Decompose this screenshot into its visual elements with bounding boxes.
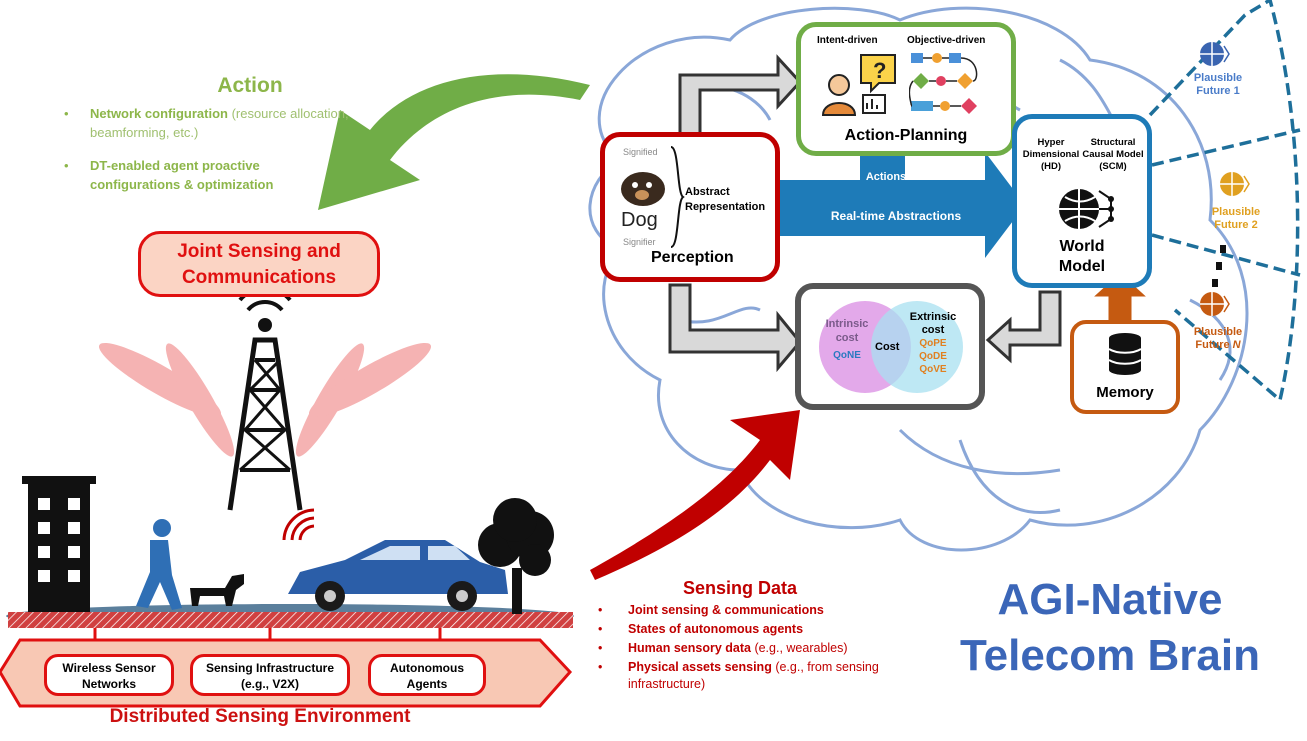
future-line: Plausible (1193, 72, 1243, 84)
box-line: (e.g., V2X) (240, 677, 299, 691)
blue-arrows (780, 152, 1025, 258)
intrinsic-line: cost (835, 332, 859, 344)
scm-line: (SCM) (1099, 161, 1127, 172)
box-line: Autonomous (390, 661, 464, 675)
car-illustration (282, 508, 508, 611)
walker-illustration (136, 519, 182, 610)
action-item: Network configuration (resource allocati… (62, 104, 352, 142)
scm-line: Causal Model (1082, 149, 1144, 160)
sensing-title: Sensing Data (682, 578, 798, 598)
future-1-label: Plausible Future 1 (1178, 72, 1258, 98)
building-illustration (22, 476, 96, 612)
svg-text:?: ? (873, 58, 886, 83)
cost-center-label: Cost (875, 341, 900, 353)
hd-line: (HD) (1040, 161, 1062, 172)
world-title-line: Model (1058, 258, 1106, 275)
intrinsic-label: Intrinsic cost QoNE (817, 317, 877, 363)
action-title: Action (217, 74, 283, 97)
qone-label: QoNE (833, 350, 861, 361)
jsc-label: Joint Sensing and Communications (138, 231, 380, 297)
world-title-line: World (1059, 238, 1105, 255)
sensing-item: Physical assets sensing (e.g., from sens… (598, 659, 918, 693)
futures-fan (1148, 0, 1301, 404)
realtime-label: Real-time Abstractions (830, 209, 962, 223)
action-item: DT-enabled agent proactive configuration… (62, 156, 352, 194)
signified-label: Signified (623, 147, 658, 157)
future-n-label: Plausible Future N (1178, 326, 1258, 352)
future-line: Future 1 (1196, 85, 1240, 97)
perception-title: Perception (651, 249, 734, 266)
abstract-line: Abstract (685, 186, 730, 198)
dog-label: Dog (621, 209, 658, 231)
hd-line: Hyper (1037, 137, 1065, 148)
perception-box: Signified Dog Signifier Abstract Represe… (600, 132, 780, 282)
intent-label: Intent-driven (817, 35, 878, 46)
future-line: Future N (1195, 339, 1241, 351)
extrinsic-line: Extrinsic (909, 311, 957, 323)
agents-box: Autonomous Agents (368, 654, 486, 696)
abstract-line: Representation (685, 201, 766, 213)
brain-title-line: AGI-Native (997, 575, 1223, 624)
planning-title: Action-Planning (844, 127, 968, 144)
infra-box: Sensing Infrastructure (e.g., V2X) (190, 654, 350, 696)
hd-label: Hyper Dimensional (HD) (1019, 137, 1083, 173)
memory-label: Memory (1096, 384, 1154, 401)
brace-icon (670, 146, 685, 248)
hd-line: Dimensional (1022, 149, 1080, 160)
sensing-list: Joint sensing & communications States of… (598, 602, 918, 695)
qove-label: QoVE (919, 364, 947, 375)
user-question-icon: ? (821, 54, 896, 116)
database-icon (1108, 333, 1142, 375)
sensing-item: Human sensory data (e.g., wearables) (598, 640, 918, 657)
venn-diagram (819, 301, 963, 393)
box-line: Sensing Infrastructure (205, 661, 335, 675)
world-title: World Model (1017, 237, 1147, 277)
signifier-label: Signifier (623, 237, 656, 247)
jsc-line: Communications (181, 267, 337, 288)
sensing-item: States of autonomous agents (598, 621, 918, 638)
brain-title: AGI-Native Telecom Brain (950, 572, 1270, 684)
workflow-icon (909, 53, 978, 114)
globe-network-icon (1059, 189, 1114, 229)
box-line: Networks (81, 677, 137, 691)
dog-icon (621, 172, 665, 206)
scm-label: Structural Causal Model (SCM) (1077, 137, 1149, 173)
dog-illustration (190, 574, 244, 606)
scm-line: Structural (1090, 137, 1136, 148)
intrinsic-line: Intrinsic (825, 318, 869, 330)
sensing-arrow (590, 410, 800, 580)
future-1-globe-icon (1200, 42, 1230, 66)
tree-illustration (478, 498, 554, 614)
future-2-globe-icon (1220, 172, 1250, 196)
world-model-box: Hyper Dimensional (HD) Structural Causal… (1012, 114, 1152, 288)
action-list: Network configuration (resource allocati… (62, 104, 352, 208)
environment-title: Distributed Sensing Environment (109, 706, 411, 727)
memory-box: Memory (1070, 320, 1180, 414)
extrinsic-line: cost (921, 324, 945, 336)
qope-label: QoPE (919, 338, 947, 349)
abstract-label: Abstract Representation (685, 185, 765, 215)
actions-label: Actions (865, 171, 907, 183)
planning-box: Intent-driven Objective-driven ? Action-… (796, 22, 1016, 156)
tower-illustration (98, 286, 432, 511)
brain-title-line: Telecom Brain (960, 631, 1260, 680)
future-line: Plausible (1193, 326, 1243, 338)
objective-label: Objective-driven (907, 35, 986, 46)
cost-box: Intrinsic cost QoNE Cost Extrinsic cost … (795, 283, 985, 410)
box-line: Agents (406, 677, 448, 691)
qode-label: QoDE (919, 351, 947, 362)
future-n-globe-icon (1200, 292, 1230, 316)
future-2-label: Plausible Future 2 (1196, 206, 1276, 232)
wsn-box: Wireless Sensor Networks (44, 654, 174, 696)
sensing-item: Joint sensing & communications (598, 602, 918, 619)
extrinsic-label: Extrinsic cost QoPE QoDE QoVE (905, 311, 961, 376)
future-line: Plausible (1211, 206, 1261, 218)
action-arrow (318, 74, 590, 210)
future-line: Future 2 (1214, 219, 1258, 231)
jsc-line: Joint Sensing and (177, 241, 341, 262)
ellipsis-dots (1212, 245, 1226, 287)
box-line: Wireless Sensor (62, 661, 156, 675)
